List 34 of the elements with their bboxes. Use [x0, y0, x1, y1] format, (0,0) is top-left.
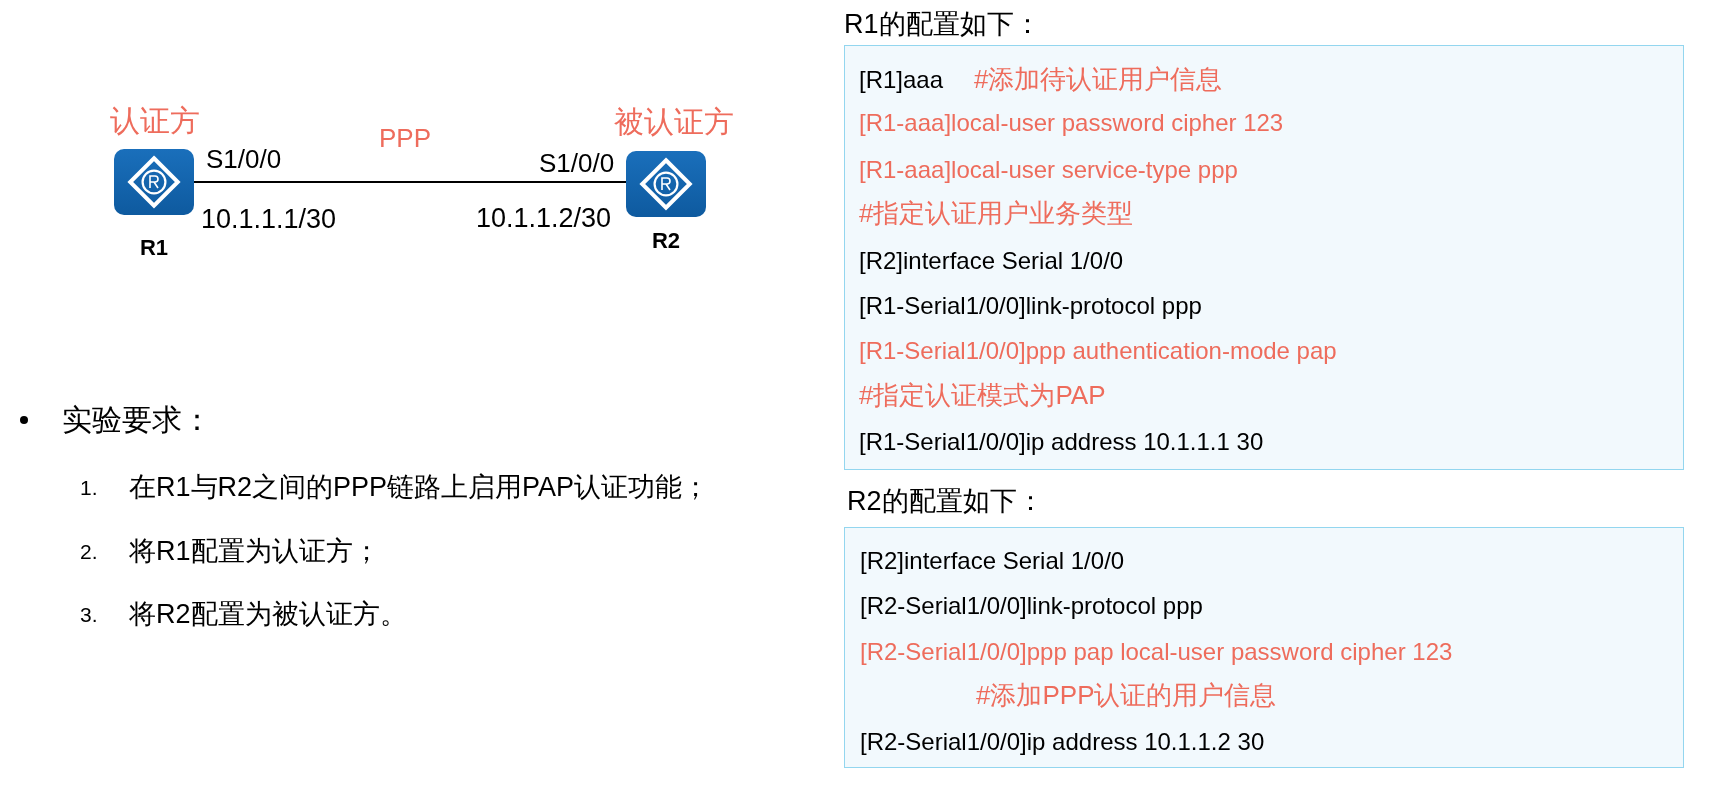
- config-heading: R2的配置如下：: [847, 484, 1044, 518]
- command-line: [R2-Serial1/0/0]link-protocol ppp: [860, 591, 1203, 621]
- command-line: [R2-Serial1/0/0]ppp pap local-user password cipher 123: [860, 637, 1453, 667]
- list-number: 3.: [80, 602, 98, 628]
- config-heading: R1的配置如下：: [844, 7, 1041, 41]
- role-label: 被认证方: [614, 104, 734, 140]
- comment-text: #指定认证模式为PAP: [859, 380, 1106, 412]
- ip-address-label: 10.1.1.2/30: [476, 201, 612, 235]
- router-name: R2: [651, 228, 681, 255]
- link-line: [194, 180, 626, 184]
- command-line: [R1]aaa: [859, 65, 944, 95]
- comment-text: #指定认证用户业务类型: [859, 198, 1134, 230]
- edge-label: PPP: [379, 123, 432, 155]
- list-number: 1.: [80, 475, 98, 501]
- interface-label: S1/0/0: [206, 144, 282, 176]
- command-line: [R1-aaa]local-user password cipher 123: [859, 108, 1284, 138]
- command-line: [R1-Serial1/0/0]link-protocol ppp: [859, 291, 1202, 321]
- command-line: [R2-Serial1/0/0]ip address 10.1.1.2 30: [860, 727, 1265, 757]
- command-line: [R2]interface Serial 1/0/0: [860, 546, 1125, 576]
- command-line: [R1-Serial1/0/0]ip address 10.1.1.1 30: [859, 427, 1264, 457]
- command-line: [R1-aaa]local-user service-type ppp: [859, 155, 1238, 185]
- role-label: 认证方: [110, 103, 200, 139]
- ip-address-label: 10.1.1.1/30: [201, 202, 337, 236]
- requirement-item: 将R1配置为认证方；: [129, 534, 380, 568]
- requirement-item: 在R1与R2之间的PPP链路上启用PAP认证功能；: [129, 470, 710, 504]
- command-line: [R1-Serial1/0/0]ppp authentication-mode pap: [859, 336, 1337, 366]
- comment-text: #添加待认证用户信息: [974, 64, 1223, 96]
- interface-label: S1/0/0: [539, 148, 615, 180]
- command-line: [R2]interface Serial 1/0/0: [859, 246, 1124, 276]
- requirements-heading: 实验要求：: [62, 402, 212, 438]
- list-number: 2.: [80, 539, 98, 565]
- requirement-item: 将R2配置为被认证方。: [129, 597, 407, 631]
- comment-text: #添加PPP认证的用户信息: [976, 680, 1277, 712]
- router-name: R1: [139, 235, 169, 262]
